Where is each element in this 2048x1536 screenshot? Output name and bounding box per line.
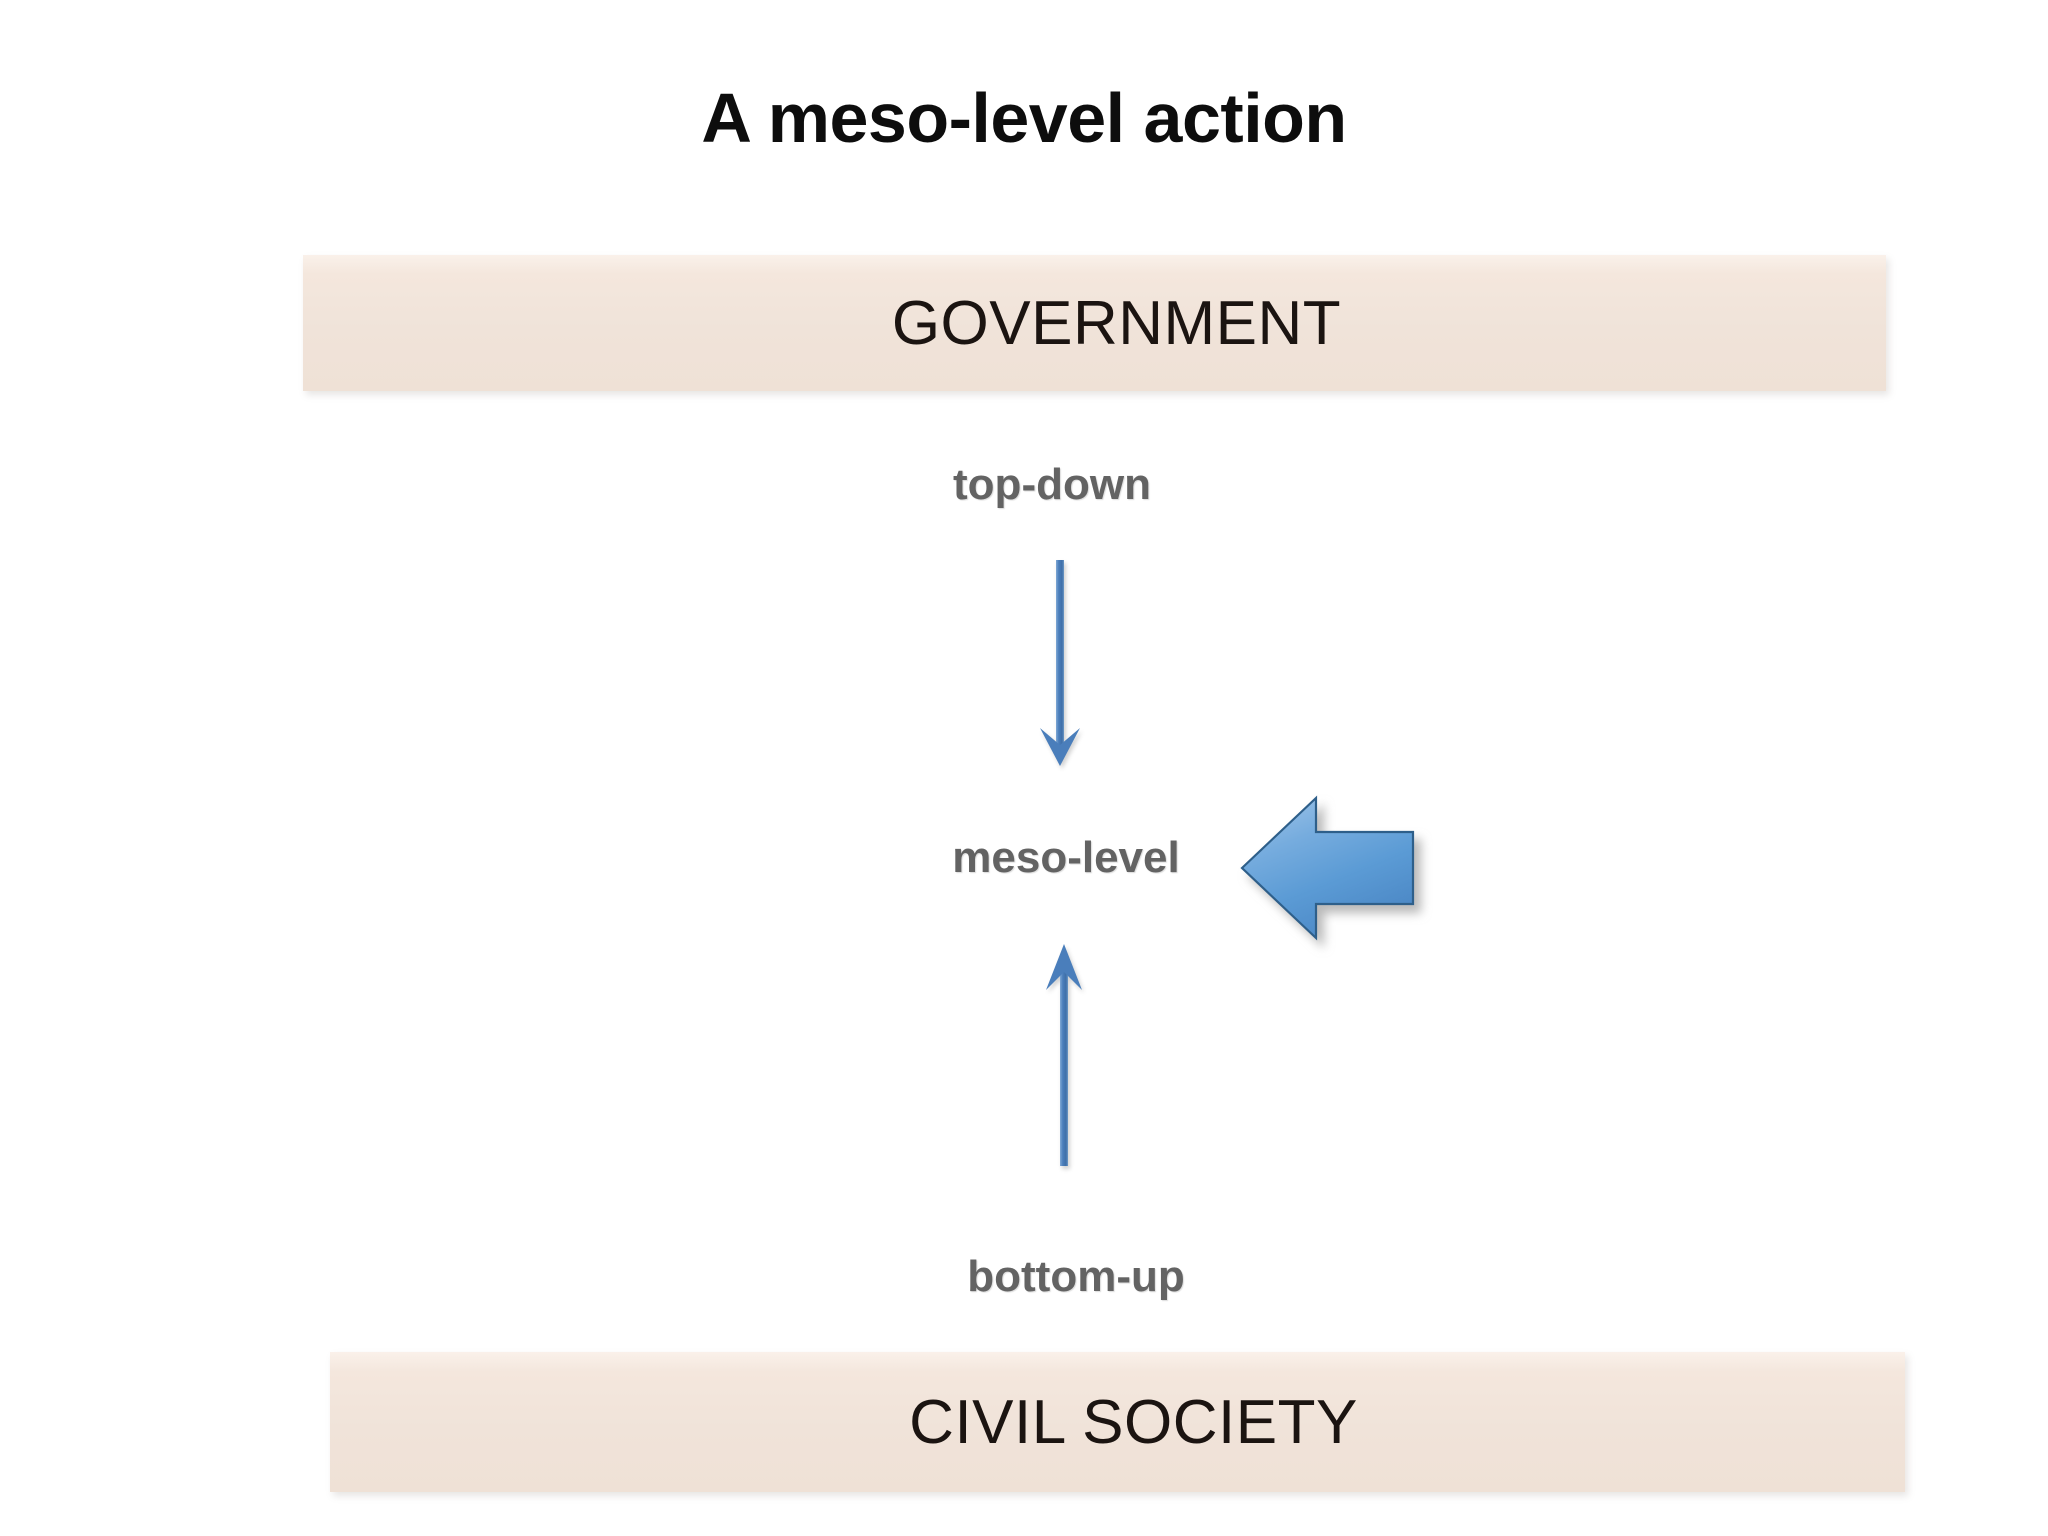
band-government-label: GOVERNMENT bbox=[891, 288, 1342, 358]
band-government: GOVERNMENT bbox=[303, 255, 1886, 391]
label-meso-level: meso-level bbox=[952, 833, 1180, 882]
arrow-down-icon bbox=[1030, 560, 1090, 772]
label-top-down: top-down bbox=[953, 460, 1151, 509]
block-arrow-left-icon bbox=[1238, 792, 1420, 944]
band-civil-society-label: CIVIL SOCIETY bbox=[909, 1387, 1358, 1457]
arrow-up-icon bbox=[1034, 938, 1094, 1166]
band-civil-society: CIVIL SOCIETY bbox=[330, 1352, 1905, 1492]
label-bottom-up: bottom-up bbox=[967, 1252, 1185, 1301]
page-title: A meso-level action bbox=[701, 79, 1347, 157]
